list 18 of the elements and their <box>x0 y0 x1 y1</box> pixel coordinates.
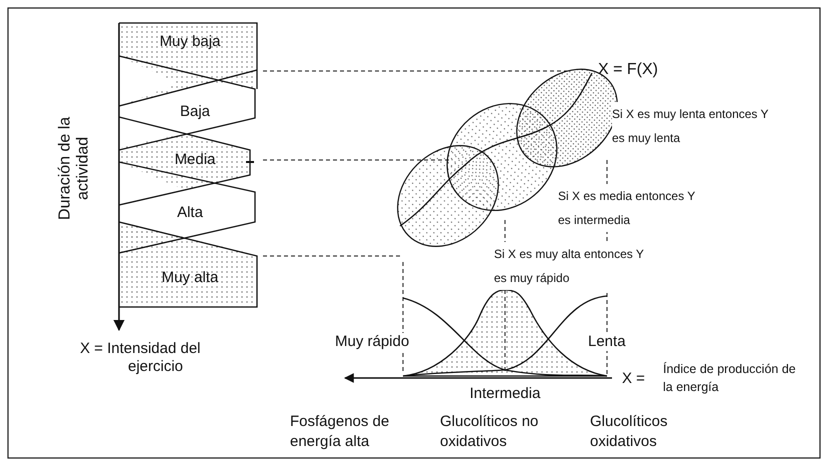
set-label: Muy alta <box>160 269 220 287</box>
axis-label: Duración de la actividad <box>56 116 93 222</box>
set-label: Lenta <box>588 333 628 351</box>
set-label: Muy rápido <box>335 333 411 351</box>
formula-label: X = F(X) <box>598 60 660 80</box>
axis-label: Índice de producción de la energía <box>663 361 797 396</box>
set-label: Intermedia <box>468 385 542 403</box>
energy-system-label: Glucolíticos no oxidativos <box>440 412 540 452</box>
axis-label: X = Intensidad del ejercicio <box>80 340 202 376</box>
energy-system-label: Fosfágenos de energía alta <box>290 412 390 452</box>
set-label: Alta <box>176 204 204 222</box>
set-label: Muy baja <box>158 33 222 51</box>
rule-text: Si X es media entonces Y es intermedia <box>558 184 696 232</box>
rule-text: Si X es muy alta entonces Y es muy rápido <box>494 242 644 290</box>
set-label: Baja <box>178 103 212 121</box>
axis-label: X = <box>622 370 646 388</box>
set-label: Media <box>174 151 216 169</box>
energy-system-label: Glucolíticos oxidativos <box>590 412 669 452</box>
